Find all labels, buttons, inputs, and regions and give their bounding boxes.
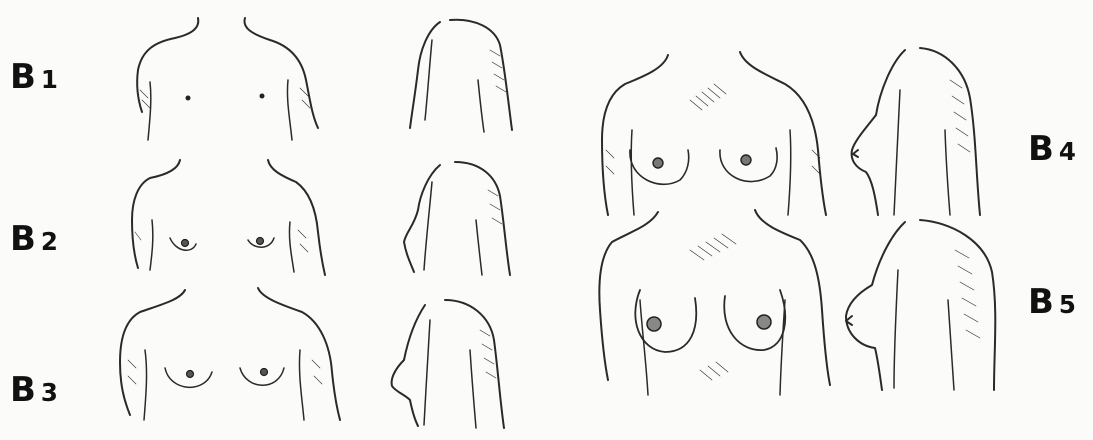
b5-front-drawing (599, 210, 830, 395)
b2-front-drawing (132, 160, 325, 275)
b2-side-drawing (404, 162, 510, 275)
b1-side-drawing (410, 20, 512, 132)
b4-front-drawing (602, 52, 826, 215)
b1-front-drawing (137, 18, 318, 140)
b3-side-drawing (392, 300, 504, 428)
b5-side-drawing (846, 220, 995, 390)
b4-side-drawing (852, 48, 980, 215)
b3-front-drawing (120, 288, 340, 420)
